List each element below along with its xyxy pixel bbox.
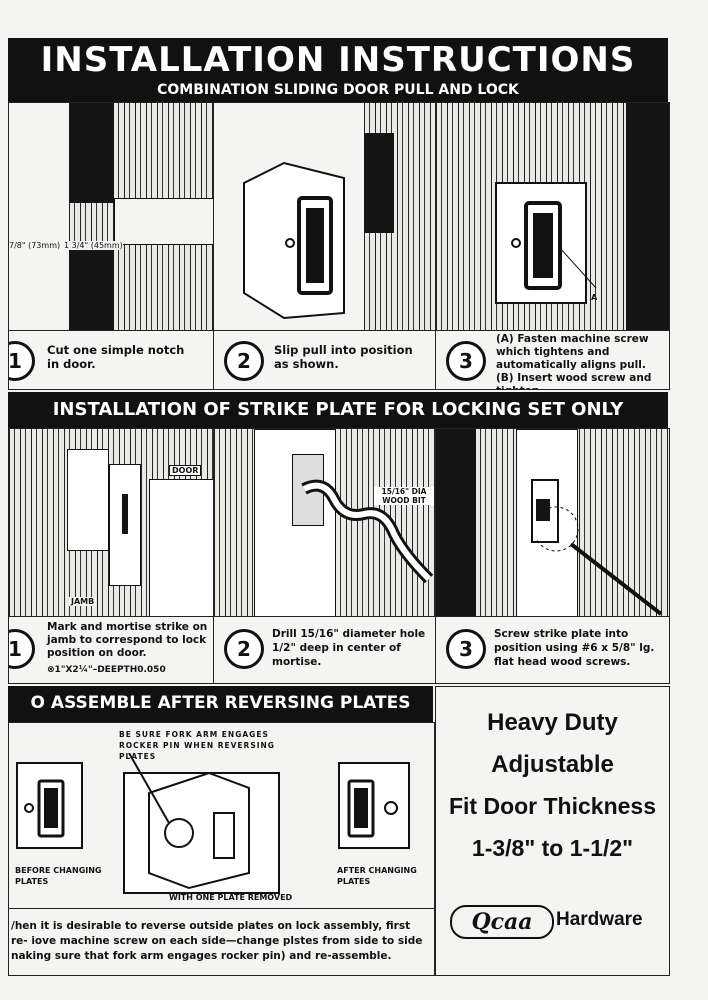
strike-step1-number: 1 <box>9 629 35 669</box>
before-plate-icon <box>16 762 83 849</box>
step1-text: Cut one simple notch in door. <box>47 343 185 371</box>
strike-step1-caption-cell: 1 Mark and mortise strike on jamb to cor… <box>8 616 215 684</box>
step3-illustration: A <box>435 102 670 332</box>
one-plate-label: WITH ONE PLATE REMOVED <box>169 893 293 902</box>
product-line-4: 1-3/8" to 1-1/2" <box>471 835 634 861</box>
strike-step2-caption-cell: 2 Drill 15/16" diameter hole 1/2" deep i… <box>213 616 437 684</box>
step3-caption-cell: 3 (A) Fasten machine screw which tighten… <box>435 330 670 390</box>
strike-step1-note: ⊗1"X2¼"–DEEPTH0.050 <box>47 665 166 675</box>
reverse-plates-title: O ASSEMBLE AFTER REVERSING PLATES <box>30 693 411 713</box>
strike-step2-illustration: 15/16" DIA WOOD BIT <box>213 428 437 618</box>
step1-illustration: 7/8" (73mm) 1 3/4" (45mm) <box>8 102 215 332</box>
after-label: AFTER CHANGING PLATES <box>337 866 417 886</box>
step2-text: Slip pull into position as shown. <box>274 343 413 371</box>
strike-step2-text: Drill 15/16" diameter hole 1/2" deep in … <box>272 628 426 668</box>
brand-logo-text: Qcaa <box>471 909 533 935</box>
drill-bit-icon <box>301 479 434 584</box>
after-plate-icon <box>338 762 410 849</box>
strike-step3-text: Screw strike plate into position using #… <box>494 628 655 668</box>
strike-step1-illustration: DOOR JAMB <box>8 428 215 618</box>
step2-caption-cell: 2 Slip pull into position as shown. <box>213 330 437 390</box>
strike-step3-illustration <box>435 428 670 618</box>
reverse-plates-paragraph: /hen it is desirable to reverse outside … <box>11 920 423 962</box>
page-subtitle: COMBINATION SLIDING DOOR PULL AND LOCK <box>157 82 519 98</box>
step1-caption-cell: 1 Cut one simple notch in door. <box>8 330 215 390</box>
product-line-2: Adjustable <box>491 751 614 778</box>
reverse-plates-banner: O ASSEMBLE AFTER REVERSING PLATES <box>8 686 433 722</box>
product-line-1: Heavy Duty <box>487 709 618 736</box>
product-line-3: Fit Door Thickness <box>448 793 657 819</box>
step3-number: 3 <box>446 341 486 381</box>
strike-plate-title: INSTALLATION OF STRIKE PLATE FOR LOCKING… <box>52 399 624 420</box>
bit-label: 15/16" DIA WOOD BIT <box>374 487 434 505</box>
reverse-plates-paragraph-cell: /hen it is desirable to reverse outside … <box>8 908 435 976</box>
step1-number: 1 <box>9 341 35 381</box>
strike-step1-text: Mark and mortise strike on jamb to corre… <box>47 621 208 659</box>
step3-text: (A) Fasten machine screw which tightens … <box>496 333 652 389</box>
screwdriver-icon <box>536 506 663 616</box>
strike-plate-banner: INSTALLATION OF STRIKE PLATE FOR LOCKING… <box>8 392 668 428</box>
header-banner: INSTALLATION INSTRUCTIONS COMBINATION SL… <box>8 38 668 102</box>
before-label: BEFORE CHANGING PLATES <box>15 866 102 886</box>
jamb-label: JAMB <box>69 597 97 606</box>
strike-step3-number: 3 <box>446 629 486 669</box>
strike-step3-caption-cell: 3 Screw strike plate into position using… <box>435 616 670 684</box>
dimension-a: 7/8" (73mm) <box>9 241 61 250</box>
reverse-plates-illustration: BE SURE FORK ARM ENGAGES ROCKER PIN WHEN… <box>8 722 435 910</box>
strike-step2-number: 2 <box>224 629 264 669</box>
brand-logo: Qcaa <box>450 905 554 939</box>
one-plate-removed-icon <box>123 753 280 894</box>
brand-word: Hardware <box>556 909 643 930</box>
product-info-panel: Heavy Duty Adjustable Fit Door Thickness… <box>435 686 670 976</box>
label-a: A <box>591 293 598 302</box>
fork-arm-note: BE SURE FORK ARM ENGAGES ROCKER PIN WHEN… <box>119 730 275 761</box>
door-label: DOOR <box>169 465 202 476</box>
pull-insert-icon <box>243 161 345 320</box>
page-title: INSTALLATION INSTRUCTIONS <box>40 40 636 80</box>
dimension-b: 1 3/4" (45mm) <box>64 241 123 250</box>
pull-installed-icon <box>495 182 597 304</box>
step2-number: 2 <box>224 341 264 381</box>
step2-illustration <box>213 102 437 332</box>
